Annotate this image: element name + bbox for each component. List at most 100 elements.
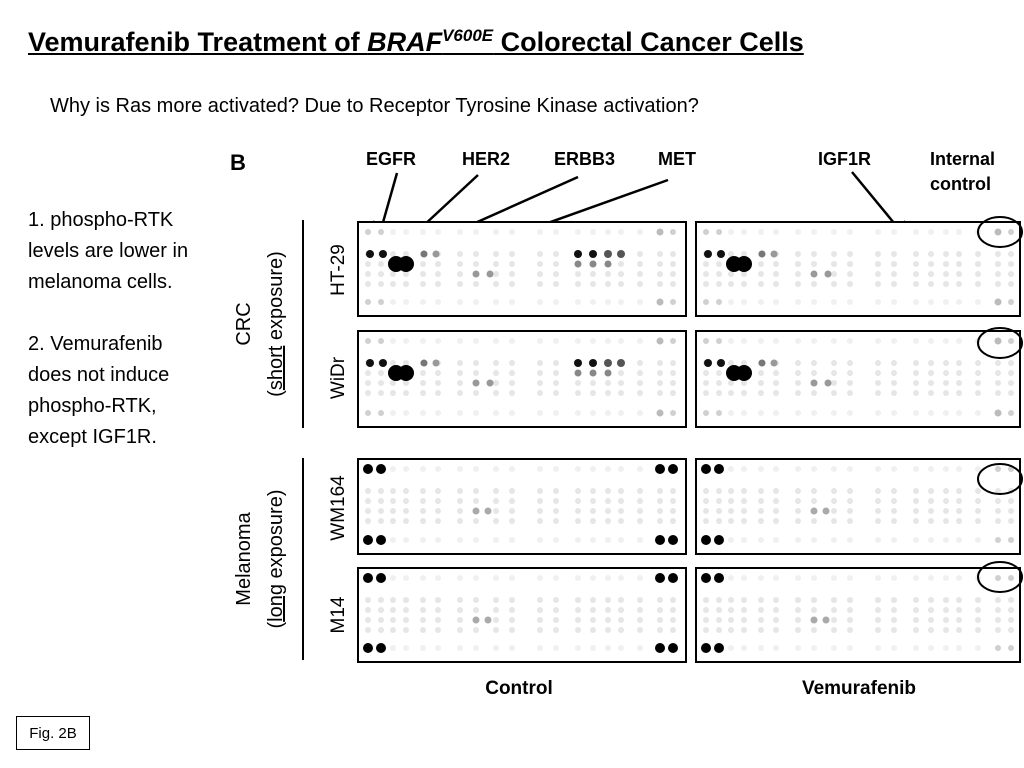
group-crc-exposure: (short exposure) bbox=[265, 251, 287, 397]
blot-dot bbox=[703, 261, 709, 267]
blot-dot bbox=[824, 379, 832, 387]
blot-dot bbox=[605, 575, 611, 581]
blot-dot bbox=[537, 498, 543, 504]
blot-dot bbox=[741, 229, 747, 235]
blot-dot bbox=[891, 508, 897, 514]
blot-dot bbox=[637, 488, 643, 494]
blot-dot bbox=[420, 250, 428, 258]
blot-dot bbox=[575, 508, 581, 514]
blot-dot bbox=[590, 645, 596, 651]
blot-dot bbox=[493, 360, 499, 366]
blot-dot bbox=[605, 498, 611, 504]
blot-dot bbox=[575, 410, 581, 416]
blot-dot bbox=[509, 607, 515, 613]
blot-dot bbox=[913, 299, 919, 305]
blot-dot bbox=[875, 338, 881, 344]
blot-dot bbox=[728, 617, 734, 623]
blot-dot bbox=[913, 607, 919, 613]
blot-dot bbox=[376, 643, 386, 653]
blot-dot bbox=[366, 250, 374, 258]
blot-dot bbox=[891, 518, 897, 524]
blot-dot bbox=[509, 617, 515, 623]
blot-dot bbox=[390, 338, 396, 344]
blot-dot bbox=[553, 281, 559, 287]
blot-dot bbox=[741, 498, 747, 504]
blot-dot bbox=[670, 597, 676, 603]
blot-dot bbox=[928, 251, 934, 257]
blot-dot bbox=[493, 338, 499, 344]
blot-dot bbox=[701, 573, 711, 583]
blot-dot bbox=[717, 250, 725, 258]
blot-dot bbox=[891, 537, 897, 543]
blot-dot bbox=[618, 229, 624, 235]
blot-dot bbox=[590, 537, 596, 543]
blot-dot bbox=[457, 261, 463, 267]
blot-dot bbox=[913, 410, 919, 416]
blot-dot bbox=[758, 338, 764, 344]
blot-dot bbox=[575, 597, 581, 603]
blot-dot bbox=[590, 627, 596, 633]
blot-dot bbox=[365, 498, 371, 504]
blot-dot bbox=[716, 488, 722, 494]
blot-dot bbox=[537, 617, 543, 623]
blot-dot bbox=[956, 370, 962, 376]
blot-dot bbox=[1008, 360, 1014, 366]
label-internal-control-2: control bbox=[930, 174, 991, 194]
blot-dot bbox=[575, 575, 581, 581]
blot-dot bbox=[435, 229, 441, 235]
blot-dot bbox=[509, 390, 515, 396]
blot-dot bbox=[670, 261, 676, 267]
blot-dot bbox=[831, 410, 837, 416]
label-erbb3: ERBB3 bbox=[554, 149, 615, 169]
blot-dot bbox=[575, 229, 581, 235]
blot-dot bbox=[493, 627, 499, 633]
blot-dot bbox=[875, 466, 881, 472]
blot-dot bbox=[420, 359, 428, 367]
blot-dot bbox=[928, 508, 934, 514]
blot-dot bbox=[376, 535, 386, 545]
blot-dot bbox=[994, 337, 1002, 345]
blot-dot bbox=[590, 518, 596, 524]
blot-dot bbox=[994, 409, 1002, 417]
blot-dot bbox=[637, 410, 643, 416]
blot-dot bbox=[493, 281, 499, 287]
blot-dot bbox=[670, 617, 676, 623]
blot-dot bbox=[420, 229, 426, 235]
blot-dot bbox=[457, 370, 463, 376]
blot-dot bbox=[670, 370, 676, 376]
blot-dot bbox=[493, 537, 499, 543]
blot-dot bbox=[811, 281, 817, 287]
blot-dot bbox=[795, 281, 801, 287]
blot-dot bbox=[773, 537, 779, 543]
blot-dot bbox=[590, 488, 596, 494]
blot-dot bbox=[637, 390, 643, 396]
cell-line-label: WiDr bbox=[328, 356, 349, 399]
blot-dot bbox=[553, 370, 559, 376]
blot-dot bbox=[457, 508, 463, 514]
blot-dot bbox=[403, 607, 409, 613]
blot-dot bbox=[1008, 251, 1014, 257]
blot-dot bbox=[637, 229, 643, 235]
blot-dot bbox=[363, 464, 373, 474]
blot-dot bbox=[975, 645, 981, 651]
blot-dot bbox=[758, 390, 764, 396]
blot-dot bbox=[831, 390, 837, 396]
blot-dot bbox=[618, 410, 624, 416]
blot-dot bbox=[575, 271, 581, 277]
blot-dot bbox=[975, 370, 981, 376]
blot-dot bbox=[758, 370, 764, 376]
blot-dot bbox=[472, 270, 480, 278]
blot-dot bbox=[943, 281, 949, 287]
blot-dot bbox=[811, 537, 817, 543]
blot-dot bbox=[875, 299, 881, 305]
blot-dot bbox=[811, 229, 817, 235]
blot-dot bbox=[473, 281, 479, 287]
blot-dot bbox=[589, 359, 597, 367]
blot-dot bbox=[605, 229, 611, 235]
blot-dot bbox=[728, 645, 734, 651]
blot-dot bbox=[728, 518, 734, 524]
blot-dot bbox=[590, 607, 596, 613]
blot-dot bbox=[758, 498, 764, 504]
blot-dot bbox=[847, 627, 853, 633]
blot-dot bbox=[378, 508, 384, 514]
